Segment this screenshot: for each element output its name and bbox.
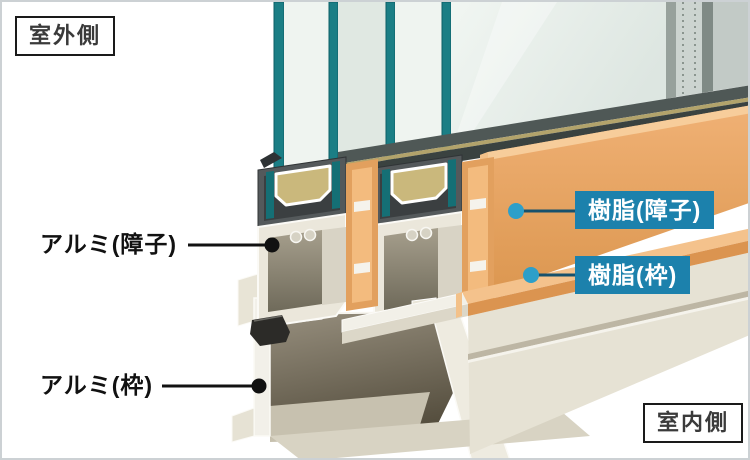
rubber-gasket — [250, 315, 290, 346]
screw-boss — [303, 228, 317, 242]
glass-edge-in-channel — [382, 169, 390, 217]
glass-face — [395, 2, 442, 166]
glass-edge-in-channel — [448, 159, 456, 207]
frame-interior-face — [468, 252, 748, 454]
callout-aluminum-sash: アルミ(障子) — [40, 231, 178, 257]
screw-boss — [419, 226, 433, 240]
resin-frame-cut-edge — [456, 292, 462, 318]
channel-top-clip — [260, 152, 282, 168]
profile-inner-shelf — [322, 227, 346, 305]
profile-hollow-chamber — [268, 230, 322, 312]
resin-clip-slot — [470, 198, 486, 210]
leader-dot-resin-sash — [508, 203, 524, 219]
frame-face-groove — [468, 290, 748, 360]
gasket-highlight — [253, 315, 283, 322]
profile-inner-shelf — [438, 225, 462, 303]
leader-dot-aluminum-frame — [251, 378, 267, 394]
callout-resin-frame: 樹脂(枠) — [575, 256, 691, 294]
leader-lines — [162, 203, 575, 394]
glass-face — [338, 2, 386, 153]
glass-pane-edge — [273, 2, 285, 170]
sill-shelf-front — [342, 304, 468, 344]
indoor-side-label: 室内側 — [643, 403, 744, 443]
resin-clip-slot — [354, 262, 370, 274]
frame-foot — [231, 407, 255, 443]
resin-wrap-cut-face — [468, 165, 488, 301]
leader-dot-aluminum-sash — [264, 237, 280, 253]
profile-hollow-chamber — [384, 228, 438, 310]
frame-face-groove-highlight — [468, 296, 748, 363]
leader-dot-resin-frame — [523, 267, 539, 283]
screw-boss — [405, 228, 419, 242]
bead-top-face — [338, 85, 748, 164]
glazing-spacer — [274, 164, 332, 207]
outdoor-side-label: 室外側 — [15, 16, 116, 56]
glazing-spacer — [390, 162, 448, 205]
glass-face — [284, 2, 329, 168]
glass-face-rear — [451, 2, 666, 135]
glass-highlight — [457, 2, 557, 133]
glass-edge-shadow-band — [666, 2, 676, 99]
glass-face-far — [713, 2, 748, 91]
resin-clip-slot — [354, 200, 370, 212]
glass-edge-in-channel — [332, 161, 340, 209]
glass-edge-in-channel — [266, 171, 274, 219]
glass-spacer-strip — [676, 2, 702, 97]
glass-edge-shadow-band — [702, 2, 713, 93]
glass-panes — [273, 2, 748, 170]
rear-sash-rail — [366, 154, 494, 344]
resin-clip-slot — [470, 260, 486, 272]
bead-tan-line — [338, 97, 748, 168]
resin-sash-top-highlight — [480, 105, 748, 163]
screw-boss — [289, 230, 303, 244]
glass-pane-edge — [328, 2, 339, 162]
callout-resin-sash: 樹脂(障子) — [575, 191, 715, 229]
resin-wrap-cut-face — [352, 167, 372, 303]
callout-aluminum-frame: アルミ(枠) — [40, 372, 154, 398]
front-sash-rail — [250, 152, 378, 346]
